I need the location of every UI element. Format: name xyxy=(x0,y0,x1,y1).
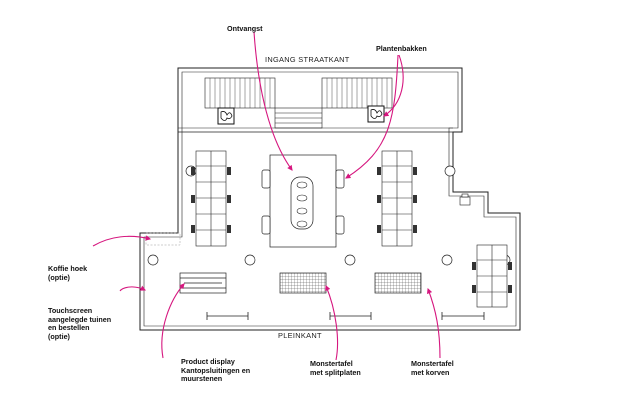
label-plantenbakken: Plantenbakken xyxy=(376,44,427,53)
product-line-2: Kantopsluitingen en xyxy=(181,365,251,375)
entrance-area xyxy=(204,77,393,129)
monster-split-line-2: met splitplaten xyxy=(310,367,361,377)
desk-cluster-right xyxy=(377,150,417,247)
printer-icon xyxy=(459,193,471,206)
touch-line-1: Touchscreen xyxy=(48,306,93,315)
callout-arrows xyxy=(92,31,441,361)
central-meeting-table xyxy=(261,154,345,248)
top-edge-label: INGANG STRAATKANT xyxy=(265,55,350,64)
touch-line-2: aangelegde tuinen xyxy=(48,314,112,324)
label-monstertafel-korven: Monstertafel met korven xyxy=(411,359,454,377)
touch-line-4: (optie) xyxy=(48,331,70,341)
benches xyxy=(206,312,485,320)
desk-cluster-far-right xyxy=(472,244,512,308)
monster-korven-line-1: Monstertafel xyxy=(411,359,454,368)
label-product-display: Product display Kantopsluitingen en muur… xyxy=(181,357,251,384)
koffie-line-1: Koffie hoek xyxy=(48,264,88,273)
product-line-1: Product display xyxy=(181,357,235,366)
bottom-edge-label: PLEINKANT xyxy=(278,331,322,340)
label-ontvangst: Ontvangst xyxy=(227,24,263,33)
koffie-line-2: (optie) xyxy=(48,272,70,282)
label-koffie-hoek: Koffie hoek (optie) xyxy=(48,264,88,282)
label-touchscreen: Touchscreen aangelegde tuinen en bestell… xyxy=(48,306,112,341)
planter-boxes xyxy=(217,105,385,125)
label-monstertafel-splitplaten: Monstertafel met splitplaten xyxy=(310,359,361,377)
product-line-3: muurstenen xyxy=(181,374,223,383)
product-display xyxy=(179,272,227,294)
monster-split-line-1: Monstertafel xyxy=(310,359,353,368)
coffee-corner-area xyxy=(145,232,181,246)
desk-cluster-left xyxy=(191,150,231,247)
sample-table-splitplaten xyxy=(279,272,327,294)
touch-line-3: en bestellen xyxy=(48,323,90,332)
sample-table-korven xyxy=(374,272,422,294)
monster-korven-line-2: met korven xyxy=(411,367,450,377)
